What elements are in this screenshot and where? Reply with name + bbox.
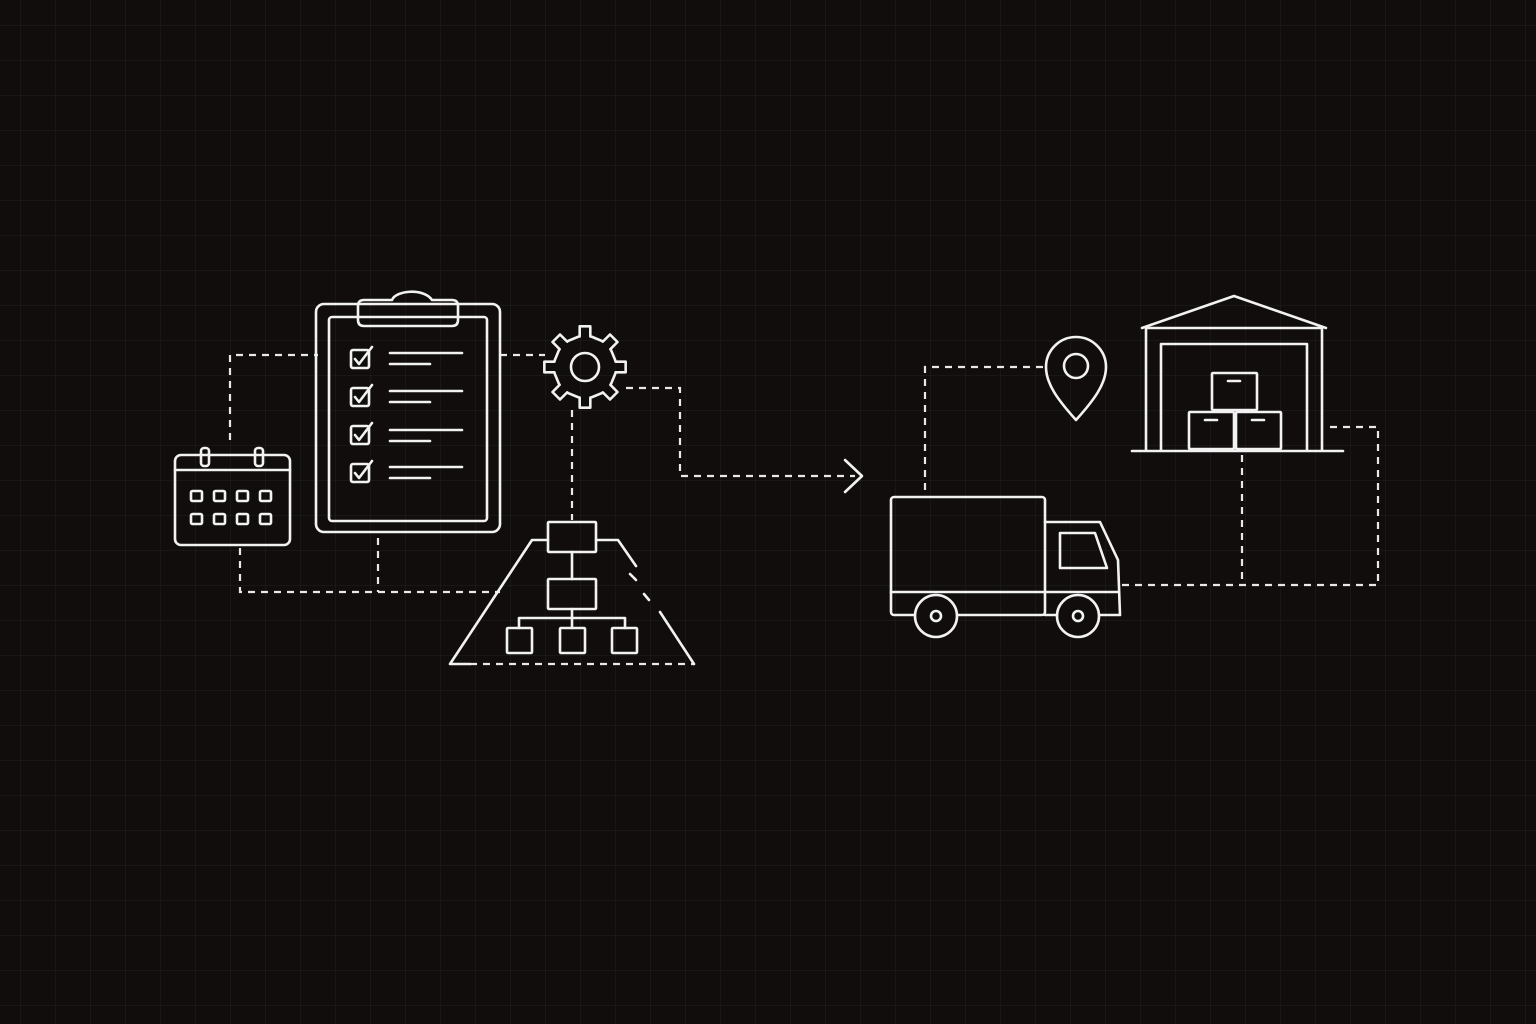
connector-calendar-clipboard [228, 353, 318, 440]
checkmark-icon [353, 345, 374, 366]
warehouse-roof [1140, 294, 1328, 330]
flow-arrow-icon [843, 458, 864, 494]
checklist-item [349, 421, 464, 446]
hierarchy-node-top [546, 520, 598, 554]
hierarchy-node-leaf [610, 626, 639, 655]
checkmark-icon [353, 459, 374, 480]
calendar-day-cell [212, 512, 227, 526]
pyramid-right-edge-top [594, 538, 638, 568]
truck-cargo [889, 495, 1047, 617]
truck-wheel-hub [1071, 609, 1085, 623]
clipboard-paper [327, 315, 489, 523]
warehouse-boxes [1187, 371, 1283, 451]
gear-hub [569, 351, 601, 383]
checklist-item [349, 383, 464, 408]
calendar-day-cell [235, 512, 250, 526]
truck-wheel-front [1055, 593, 1101, 639]
checklist-item [349, 459, 464, 484]
checkbox-icon [349, 386, 371, 408]
clipboard-checklist-icon [314, 290, 502, 534]
connector-gear-flow [626, 386, 855, 478]
hierarchy-node-leaf [558, 626, 587, 655]
connector-calendar-hierarchy [238, 548, 500, 594]
hierarchy-node-middle [546, 577, 598, 611]
calendar-ring-right [253, 446, 265, 468]
truck-window [1058, 531, 1109, 570]
warehouse-icon [1130, 294, 1345, 453]
calendar-day-cell [258, 512, 273, 526]
pyramid-edge-marks [628, 572, 651, 602]
connectors-right [923, 365, 1380, 587]
pin-center [1062, 352, 1090, 380]
calendar-day-cell [258, 489, 273, 503]
org-hierarchy-icon [448, 520, 696, 666]
box-icon [1187, 410, 1236, 451]
calendar-day-cell [189, 512, 204, 526]
calendar-icon [173, 446, 292, 547]
checkbox-icon [349, 462, 371, 484]
warehouse-door [1159, 342, 1309, 452]
pyramid-right-edge-bottom [658, 610, 696, 666]
pyramid-left-edge [448, 538, 550, 666]
clipboard-board [314, 302, 502, 534]
warehouse-walls [1144, 326, 1324, 452]
hierarchy-branch [517, 616, 627, 630]
calendar-day-cell [235, 489, 250, 503]
checkbox-icon [349, 348, 371, 370]
connector-truck-pin [923, 365, 1045, 490]
box-icon [1234, 410, 1283, 451]
gear-outline [543, 325, 627, 409]
checkbox-icon [349, 424, 371, 446]
calendar-body [173, 453, 292, 547]
calendar-day-cell [189, 489, 204, 503]
clipboard-clip [356, 290, 460, 328]
checkmark-icon [353, 383, 374, 404]
box-icon [1210, 371, 1259, 412]
delivery-truck-icon [889, 495, 1122, 639]
truck-wheel-hub [929, 609, 943, 623]
checklist-item [349, 345, 464, 370]
calendar-day-cell [212, 489, 227, 503]
calendar-ring-left [199, 446, 211, 468]
truck-wheel-rear [913, 593, 959, 639]
hierarchy-node-leaf [505, 626, 534, 655]
connectors-left [228, 353, 855, 666]
checkmark-icon [353, 421, 374, 442]
calendar-day-grid [189, 489, 273, 526]
pin-outline [1044, 335, 1108, 422]
location-pin-icon [1044, 335, 1108, 422]
gear-icon [543, 325, 627, 409]
